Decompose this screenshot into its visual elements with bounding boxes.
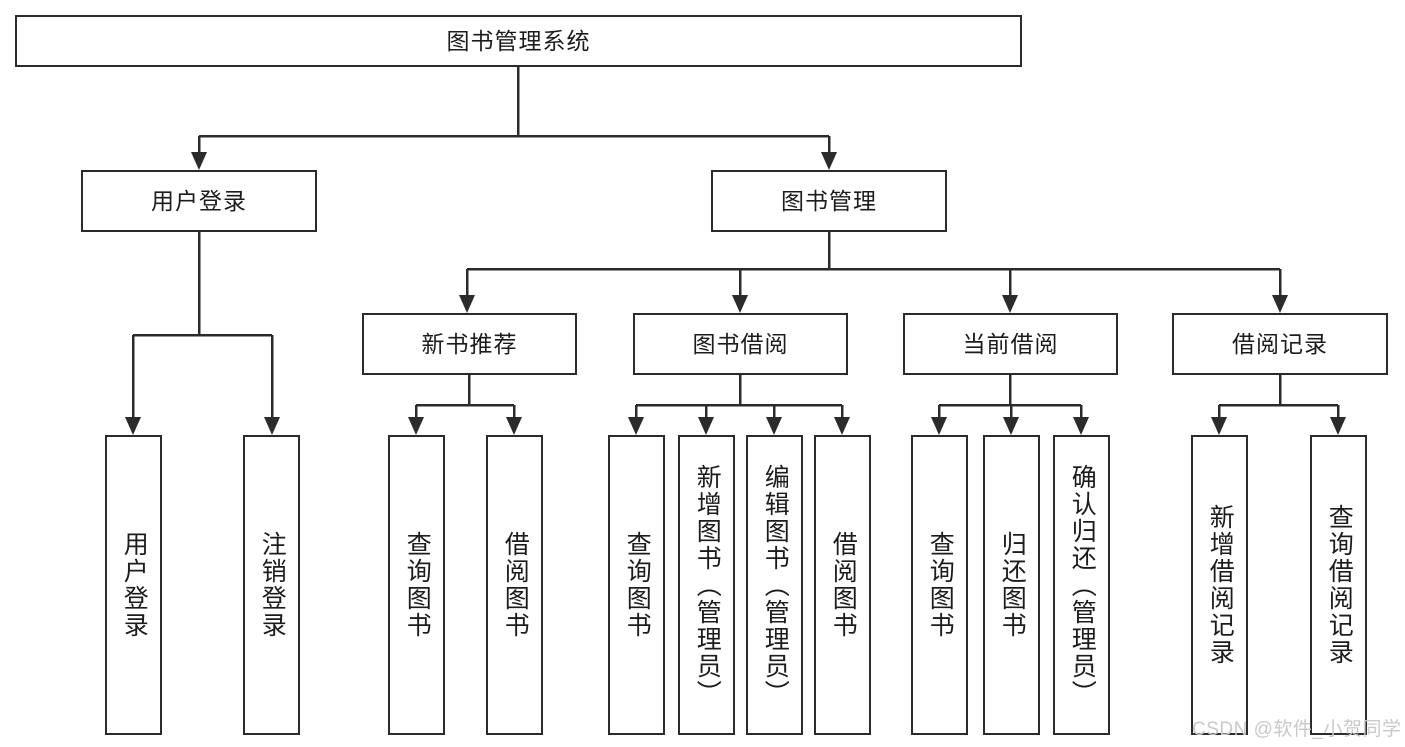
- node-label: 查询图书: [623, 531, 652, 639]
- node-current-borrow: 当前借阅: [903, 313, 1118, 375]
- node-leaf-borrow-lend: 借阅图书: [814, 435, 871, 735]
- arrow-head-icon: [1003, 417, 1019, 435]
- node-new-book-rec: 新书推荐: [362, 313, 577, 375]
- node-borrow-record: 借阅记录: [1172, 313, 1388, 375]
- node-label: 注销登录: [258, 531, 287, 639]
- node-leaf-borrow-add: 新增图书（管理员）: [678, 435, 735, 735]
- node-leaf-cur-query: 查询图书: [911, 435, 968, 735]
- arrow-head-icon: [459, 295, 475, 313]
- arrow-head-icon: [191, 152, 207, 170]
- arrow-head-icon: [698, 417, 714, 435]
- arrow-head-icon: [628, 417, 644, 435]
- node-leaf-borrow-edit: 编辑图书（管理员）: [746, 435, 803, 735]
- node-leaf-rec-query: 查询图书: [388, 435, 445, 735]
- node-root: 图书管理系统: [15, 15, 1022, 67]
- arrow-head-icon: [1330, 417, 1346, 435]
- node-leaf-borrow-query: 查询图书: [608, 435, 665, 735]
- node-label: 确认归还（管理员）: [1068, 463, 1097, 707]
- node-label: 新增图书（管理员）: [693, 463, 722, 707]
- node-label: 图书管理: [781, 187, 877, 214]
- node-label: 图书借阅: [692, 330, 789, 357]
- node-book-borrow: 图书借阅: [633, 313, 848, 375]
- node-label: 当前借阅: [962, 330, 1059, 357]
- node-label: 查询图书: [926, 531, 955, 639]
- arrow-head-icon: [408, 417, 424, 435]
- arrow-head-icon: [506, 417, 522, 435]
- arrow-head-icon: [732, 295, 748, 313]
- node-leaf-user-logout: 注销登录: [243, 435, 300, 735]
- arrow-head-icon: [1211, 417, 1227, 435]
- node-label: 新书推荐: [421, 330, 518, 357]
- node-leaf-rec-query2: 查询借阅记录: [1310, 435, 1367, 735]
- node-label: 借阅记录: [1232, 330, 1328, 357]
- node-leaf-rec-borrow: 借阅图书: [486, 435, 543, 735]
- node-label: 借阅图书: [501, 531, 530, 639]
- arrow-head-icon: [1073, 417, 1089, 435]
- node-leaf-cur-confirm: 确认归还（管理员）: [1053, 435, 1110, 735]
- node-label: 查询图书: [403, 531, 432, 639]
- node-label: 用户登录: [120, 531, 149, 639]
- arrow-head-icon: [931, 417, 947, 435]
- arrow-head-icon: [125, 417, 141, 435]
- node-label: 新增借阅记录: [1206, 504, 1235, 666]
- arrow-head-icon: [264, 417, 280, 435]
- node-label: 借阅图书: [829, 531, 858, 639]
- arrow-head-icon: [834, 417, 850, 435]
- arrow-head-icon: [1002, 295, 1018, 313]
- arrow-head-icon: [821, 152, 837, 170]
- node-leaf-rec-add: 新增借阅记录: [1191, 435, 1248, 735]
- node-label: 查询借阅记录: [1325, 504, 1354, 666]
- node-book-manage: 图书管理: [711, 170, 947, 232]
- node-label: 图书管理系统: [446, 27, 591, 54]
- node-leaf-cur-return: 归还图书: [983, 435, 1040, 735]
- arrow-head-icon: [766, 417, 782, 435]
- node-label: 编辑图书（管理员）: [761, 463, 790, 707]
- node-label: 用户登录: [151, 187, 247, 214]
- node-label: 归还图书: [998, 531, 1027, 639]
- node-user-login: 用户登录: [81, 170, 317, 232]
- node-leaf-user-login: 用户登录: [105, 435, 162, 735]
- arrow-head-icon: [1272, 295, 1288, 313]
